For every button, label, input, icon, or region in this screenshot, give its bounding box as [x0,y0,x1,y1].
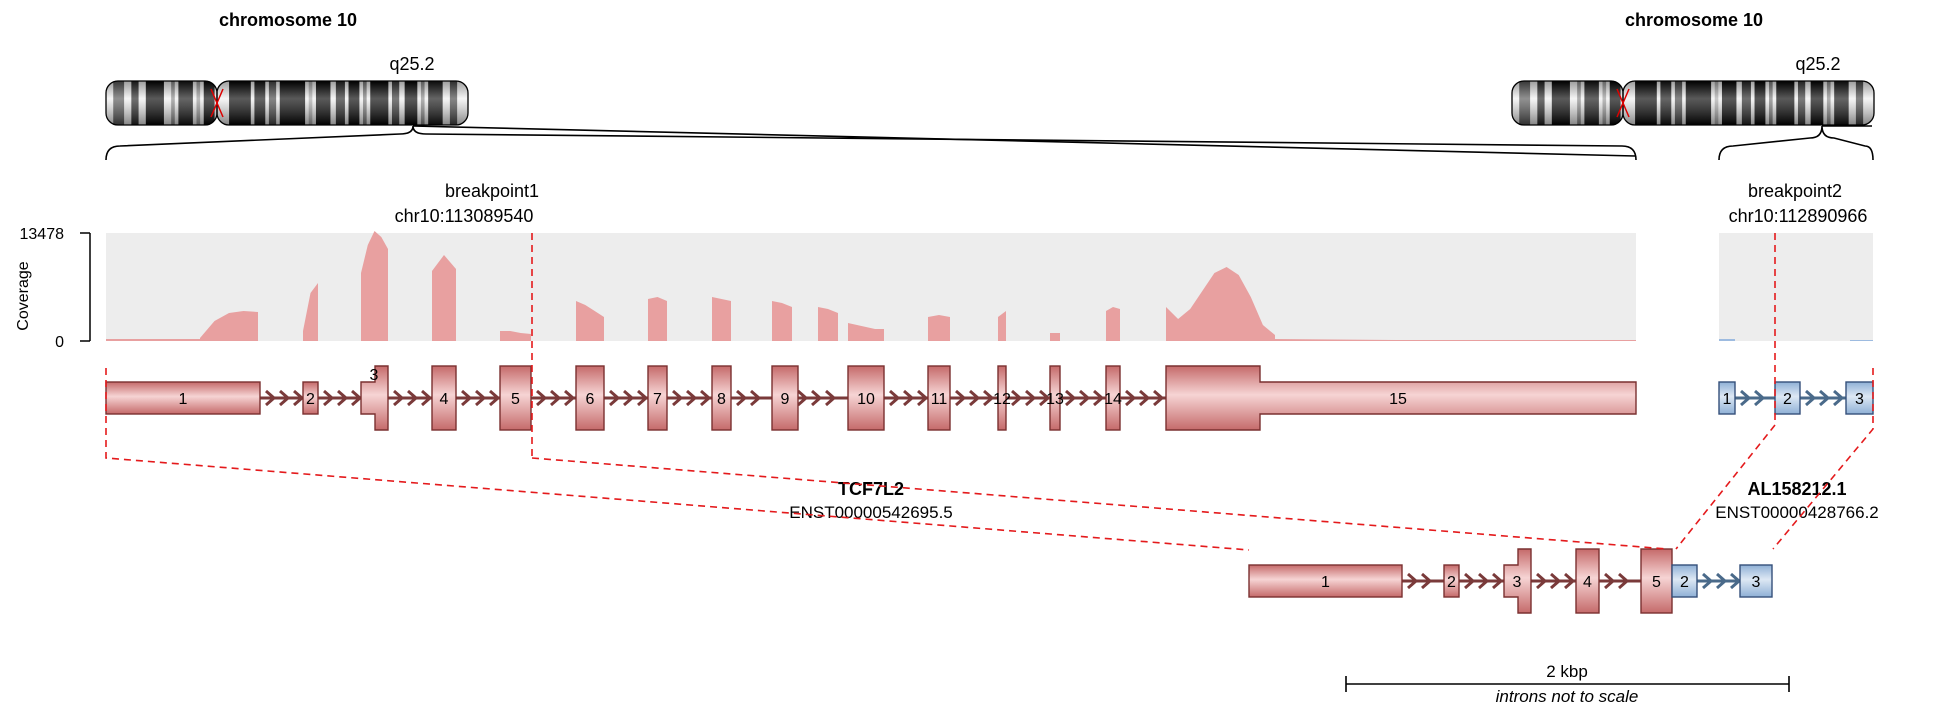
coverage-track: 13478 0 Coverage [15,226,1873,351]
gene1-exon-14-label: 14 [1104,391,1122,408]
zoom-connectors [105,125,1874,161]
fusion-exon-3: 3 [1503,548,1532,614]
gene1-start-line [105,368,1250,551]
gene2-name: AL158212.1 [1747,479,1846,499]
gene1-exon-9: 9 [771,365,799,431]
chromosome-right-band-label: q25.2 [1795,54,1840,74]
gene1-exon-11-label: 11 [931,391,948,408]
gene2-transcript: ENST00000428766.2 [1715,503,1879,522]
gene1-exon-10: 10 [847,365,885,431]
breakpoint2-vertical-line [1675,233,1776,550]
scale-bar: 2 kbp introns not to scale [1345,662,1790,706]
gene2-exon-1-label: 1 [1723,391,1732,408]
breakpoint1-label: breakpoint1 [445,181,539,201]
chromosome-left-title: chromosome 10 [219,10,357,30]
gene1-exon-2-label: 2 [306,391,315,408]
gene1-exon-1: 1 [105,381,261,415]
chromosome-right: chromosome 10 q25.2 [1511,10,1875,126]
coverage-axis-max: 13478 [20,226,65,243]
gene1-exon-13-label: 13 [1046,391,1064,408]
breakpoint2-label: breakpoint2 [1748,181,1842,201]
gene1-exon-8: 8 [711,365,732,431]
zoom-line-left [412,125,1636,157]
fusion-exon-1: 1 [1248,564,1403,598]
breakpoint2-coordinate: chr10:112890966 [1729,206,1868,226]
fusion-exon-1-label: 1 [1321,574,1330,591]
scale-bar-note: introns not to scale [1496,687,1639,706]
breakpoint-guides [105,233,1874,551]
gene1-exon-5-label: 5 [511,391,520,408]
fusion-exon-2: 2 [1443,564,1460,598]
fusion-exon-gene2-3-label: 3 [1752,574,1761,591]
gene2-exon-2: 2 [1774,381,1801,415]
breakpoint1-fusion-line [531,457,1668,550]
gene1-exon-3: 3 [360,365,389,431]
gene1-exon-2: 2 [302,381,319,415]
breakpoint1-coordinate: chr10:113089540 [395,206,534,226]
chromosome-left: chromosome 10 q25.2 [105,10,469,126]
fusion-exon-5: 5 [1640,548,1673,614]
gene1-exon-6-label: 6 [586,391,595,408]
scale-bar-label: 2 kbp [1546,662,1588,681]
chromosome-right-title: chromosome 10 [1625,10,1763,30]
gene2-exon-2-label: 2 [1783,391,1792,408]
fusion-exon-5-label: 5 [1652,574,1661,591]
gene2-exon-3: 3 [1845,381,1874,415]
gene1-exon-9-label: 9 [781,391,790,408]
fusion-exon-4-label: 4 [1583,574,1592,591]
gene2-exon-1: 1 [1718,381,1736,415]
gene1-exon-11: 11 [927,365,951,431]
fusion-exon-2-label: 2 [1447,574,1456,591]
brace-right [1718,125,1874,161]
gene1-exon-4: 4 [431,365,457,431]
fusion-exon-4: 4 [1575,548,1600,614]
coverage-axis-label: Coverage [15,261,32,330]
gene1-exon-15-label: 15 [1389,391,1407,408]
gene1-exon-12-label: 12 [993,391,1011,408]
brace-left [105,125,1637,161]
coverage-profile-gene2 [1719,339,1873,341]
coverage-axis-min: 0 [55,334,64,351]
gene1-exon-4-label: 4 [440,391,449,408]
gene2-exon-3-label: 3 [1855,391,1864,408]
fusion-exon-3-label: 3 [1513,574,1522,591]
gene1-exon-14: 14 [1104,365,1122,431]
coverage-background-left [106,233,1636,341]
fusion-exon-gene2-2: 2 [1671,564,1698,598]
gene1-exon-3-label: 3 [370,367,379,384]
fusion-exon-gene2-2-label: 2 [1680,574,1689,591]
gene1-exon-6: 6 [575,365,605,431]
coverage-profile-gene1 [106,231,1636,341]
coverage-axis [80,232,91,342]
chromosome-left-band-label: q25.2 [389,54,434,74]
coverage-background-right [1719,233,1873,341]
gene1-exon-7-label: 7 [653,391,662,408]
gene1-exon-10-label: 10 [857,391,875,408]
gene2-end-line [1772,368,1874,550]
gene1-exon-13: 13 [1046,365,1064,431]
gene1-name: TCF7L2 [838,479,904,499]
chromosome-left-ideogram [105,80,469,126]
gene2-structure: 1 2 3 [1718,381,1874,415]
gene1-exon-15: 15 [1165,365,1637,431]
gene1-exon-12: 12 [993,365,1011,431]
gene1-transcript: ENST00000542695.5 [789,503,953,522]
gene1-exon-7: 7 [647,365,668,431]
gene1-exon-1-label: 1 [179,391,188,408]
gene1-exon-5: 5 [499,365,532,431]
fusion-exon-gene2-3: 3 [1739,564,1773,598]
gene1-exon-8-label: 8 [717,391,726,408]
fusion-transcript: 1 2 3 4 5 2 3 [1248,548,1773,614]
chromosome-right-ideogram [1511,80,1875,126]
